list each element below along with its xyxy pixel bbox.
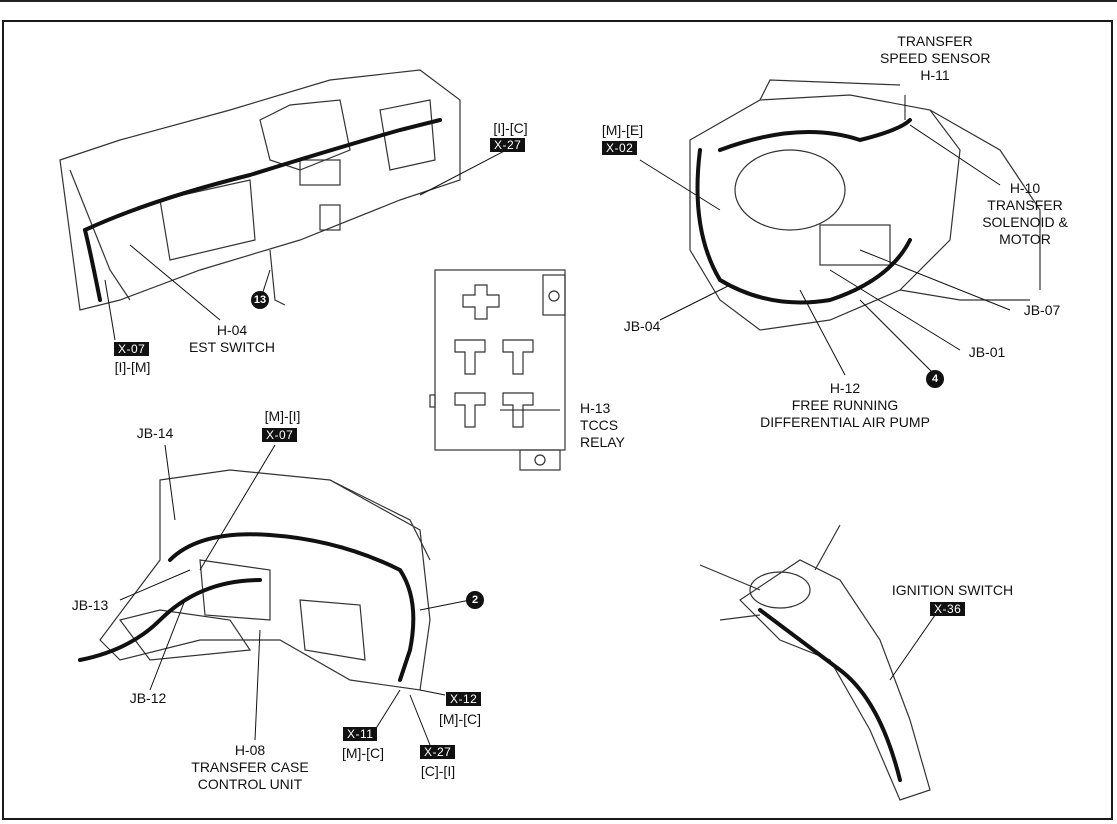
jb12-label: JB-12 <box>129 690 167 706</box>
console-illustration <box>99 469 431 691</box>
jb13-label: JB-13 <box>71 597 109 613</box>
connector-label-mc-b: [M]-[C] <box>439 711 481 727</box>
connector-tag-x27-bottom: X-27 <box>420 745 456 759</box>
connector-label-me: [M]-[E] <box>601 122 644 138</box>
connector-label-mi: [M]-[I] <box>264 408 301 424</box>
jb04-label: JB-04 <box>623 318 661 334</box>
h08-label: H-08 TRANSFER CASE CONTROL UNIT <box>191 742 309 792</box>
dashboard-illustration <box>59 69 461 311</box>
connector-tag-x02: X-02 <box>602 141 638 155</box>
jb01-label: JB-01 <box>968 344 1006 360</box>
connector-tag-x07-left: X-07 <box>114 342 150 356</box>
connector-tag-x12: X-12 <box>446 692 482 706</box>
relay-illustration <box>429 269 566 471</box>
transfer-speed-sensor-label: TRANSFER SPEED SENSOR H-11 <box>880 33 991 83</box>
connector-tag-x11: X-11 <box>343 727 378 741</box>
h04-label: H-04 EST SWITCH <box>188 322 276 355</box>
top-rule <box>0 0 1117 2</box>
ignition-switch-label: IGNITION SWITCH <box>891 582 1014 598</box>
transfer-solenoid-label: H-10 TRANSFER SOLENOID & MOTOR <box>982 180 1068 247</box>
reference-marker-2: 2 <box>466 591 484 609</box>
jb14-label: JB-14 <box>136 425 174 441</box>
connector-tag-x07-mid: X-07 <box>262 428 298 442</box>
connector-label-mc-a: [M]-[C] <box>342 745 384 761</box>
steering-column-illustration <box>699 524 931 801</box>
connector-tag-x27-top: X-27 <box>490 138 526 152</box>
h12-label: H-12 FREE RUNNING DIFFERENTIAL AIR PUMP <box>760 380 930 430</box>
connector-label-im: [I]-[M] <box>114 359 151 375</box>
diagram-frame <box>2 20 1113 820</box>
connector-label-ic: [I]-[C] <box>493 120 528 136</box>
connector-label-ci: [C]-[I] <box>420 763 456 779</box>
h13-label: H-13 TCCS RELAY <box>580 400 625 450</box>
reference-marker-13: 13 <box>251 291 269 309</box>
connector-tag-x36: X-36 <box>930 602 966 616</box>
reference-marker-4: 4 <box>926 370 944 388</box>
jb07-label: JB-07 <box>1023 302 1061 318</box>
engine-bay-illustration <box>689 79 1041 331</box>
